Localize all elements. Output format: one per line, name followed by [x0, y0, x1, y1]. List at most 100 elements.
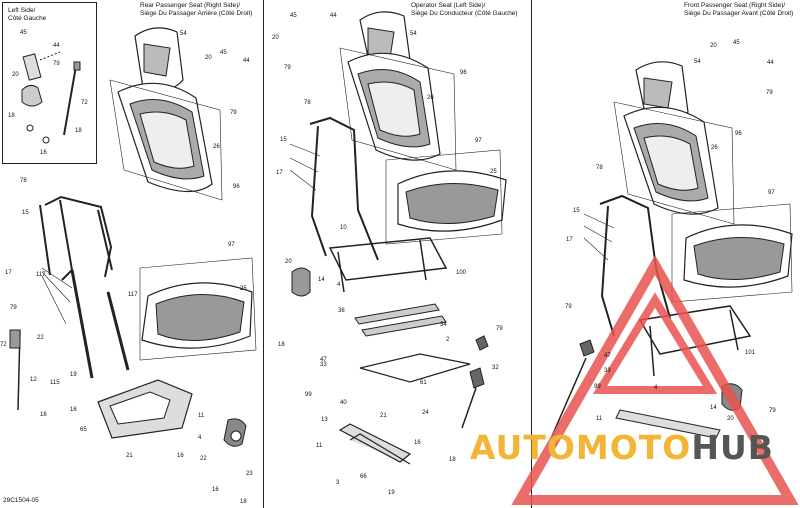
- callout-rear-45: 45: [220, 50, 227, 56]
- callout-inset-18a: 18: [8, 113, 15, 119]
- callout-op-11: 11: [316, 443, 323, 449]
- callout-op-17: 17: [276, 170, 283, 176]
- callout-rear-115: 115: [50, 380, 60, 386]
- callout-rear-54: 54: [180, 31, 187, 37]
- callout-rear-16d: 16: [212, 487, 219, 493]
- callout-op-10: 10: [340, 225, 347, 231]
- callout-front-20b: 20: [727, 416, 734, 422]
- callout-op-32: 32: [492, 365, 499, 371]
- callout-op-16: 16: [414, 440, 421, 446]
- inset-title-line1: Left Side/: [8, 7, 36, 14]
- callout-front-101: 101: [745, 350, 756, 356]
- front-seat-title: Front Passenger Seat (Right Side)/ Siège…: [684, 2, 793, 18]
- callout-op-14: 14: [318, 277, 325, 283]
- callout-op-79: 79: [284, 65, 291, 71]
- callout-rear-16c: 16: [177, 453, 184, 459]
- callout-op-66: 66: [360, 474, 367, 480]
- inset-parts: [21, 51, 81, 144]
- diagram-code: 29C1504-05: [3, 497, 39, 504]
- callout-rear-19: 19: [70, 372, 77, 378]
- callout-rear-72: 72: [0, 342, 7, 348]
- callout-rear-12: 12: [30, 377, 37, 383]
- callout-op-38: 38: [338, 308, 345, 314]
- callout-rear-79: 79: [230, 110, 237, 116]
- callout-inset-44: 44: [53, 43, 60, 49]
- watermark-text: AUTOMOTOHUB: [470, 428, 774, 467]
- callout-op-97: 97: [475, 138, 482, 144]
- callout-front-45: 45: [733, 40, 740, 46]
- callout-rear-4: 4: [198, 435, 202, 441]
- callout-op-4: 4: [337, 282, 341, 288]
- callout-op-25: 25: [490, 169, 497, 175]
- callout-rear-20: 20: [205, 55, 212, 61]
- rear-title-line2: Siège Du Passager Arrière (Côté Droit): [140, 10, 253, 17]
- callout-op-61: 61: [420, 380, 427, 386]
- callout-inset-18b: 18: [75, 128, 82, 134]
- callout-front-44: 44: [767, 60, 774, 66]
- left-side-inset: Left Side/ Côté Gauche: [2, 2, 97, 164]
- rear-title-line1: Rear Passenger Seat (Right Side)/: [140, 2, 241, 9]
- callout-op-3: 3: [336, 480, 340, 486]
- callout-inset-45: 45: [20, 30, 27, 36]
- rear-seat-title: Rear Passenger Seat (Right Side)/ Siège …: [140, 2, 252, 18]
- operator-seat-title: Operator Seat (Left Side)/ Siège Du Cond…: [411, 2, 518, 18]
- callout-rear-96: 96: [233, 184, 240, 190]
- callout-op-20b: 20: [285, 259, 292, 265]
- operator-seat-parts: [289, 11, 507, 465]
- callout-op-54: 54: [410, 31, 417, 37]
- callout-op-13: 13: [321, 417, 328, 423]
- callout-front-4: 4: [654, 385, 658, 391]
- operator-title-line2: Siège Du Conducteur (Côté Gauche): [411, 10, 518, 17]
- callout-front-11: 11: [596, 416, 603, 422]
- callout-rear-16a: 16: [40, 412, 47, 418]
- operator-title-line1: Operator Seat (Left Side)/: [411, 2, 486, 9]
- callout-front-97: 97: [768, 190, 775, 196]
- callout-front-99: 99: [594, 384, 601, 390]
- watermark-triangle: [511, 254, 799, 505]
- callout-inset-20: 20: [12, 72, 19, 78]
- watermark-part2: HUB: [691, 428, 774, 467]
- callout-rear-18: 18: [240, 499, 247, 505]
- inset-title-line2: Côté Gauche: [8, 15, 47, 22]
- callout-op-44: 44: [330, 13, 337, 19]
- callout-front-14: 14: [710, 405, 717, 411]
- rear-seat-parts: [9, 27, 257, 447]
- callout-rear-44: 44: [243, 58, 250, 64]
- watermark-part1: AUTOMOTO: [470, 428, 692, 467]
- callout-front-79c: 79: [769, 408, 776, 414]
- front-title-line2: Siège Du Passager Avant (Côté Droit): [684, 10, 794, 17]
- callout-rear-15: 15: [22, 210, 29, 216]
- callout-rear-117b: 117: [128, 292, 138, 298]
- callout-rear-21: 21: [126, 453, 133, 459]
- callout-op-26: 26: [427, 95, 434, 101]
- callout-op-15: 15: [280, 137, 287, 143]
- callout-rear-78: 78: [20, 178, 27, 184]
- callout-rear-97: 97: [228, 242, 235, 248]
- inset-title: Left Side/ Côté Gauche: [8, 7, 46, 23]
- callout-rear-22b: 22: [200, 456, 207, 462]
- callout-rear-11: 11: [198, 413, 205, 419]
- callout-op-47: 47: [320, 357, 327, 363]
- callout-inset-16: 16: [40, 150, 47, 156]
- callout-rear-79b: 79: [10, 305, 17, 311]
- callout-op-19: 19: [388, 490, 395, 496]
- callout-front-20: 20: [710, 43, 717, 49]
- callout-rear-25: 25: [240, 286, 247, 292]
- callout-op-18b: 18: [449, 457, 456, 463]
- callout-op-100: 100: [456, 270, 467, 276]
- divider-right: [531, 0, 532, 508]
- callout-op-78: 78: [304, 100, 311, 106]
- divider-left: [263, 0, 264, 508]
- front-title-line1: Front Passenger Seat (Right Side)/: [684, 2, 786, 9]
- callout-rear-65: 65: [80, 427, 87, 433]
- callout-front-78: 78: [596, 165, 603, 171]
- callout-rear-23: 23: [246, 471, 253, 477]
- callout-op-45: 45: [290, 13, 297, 19]
- callout-op-33: 33: [320, 362, 327, 368]
- callout-rear-16b: 16: [70, 407, 77, 413]
- callout-op-20: 20: [272, 35, 279, 41]
- callout-op-40: 40: [340, 400, 347, 406]
- callout-rear-26: 26: [213, 144, 220, 150]
- callout-front-96: 96: [735, 131, 742, 137]
